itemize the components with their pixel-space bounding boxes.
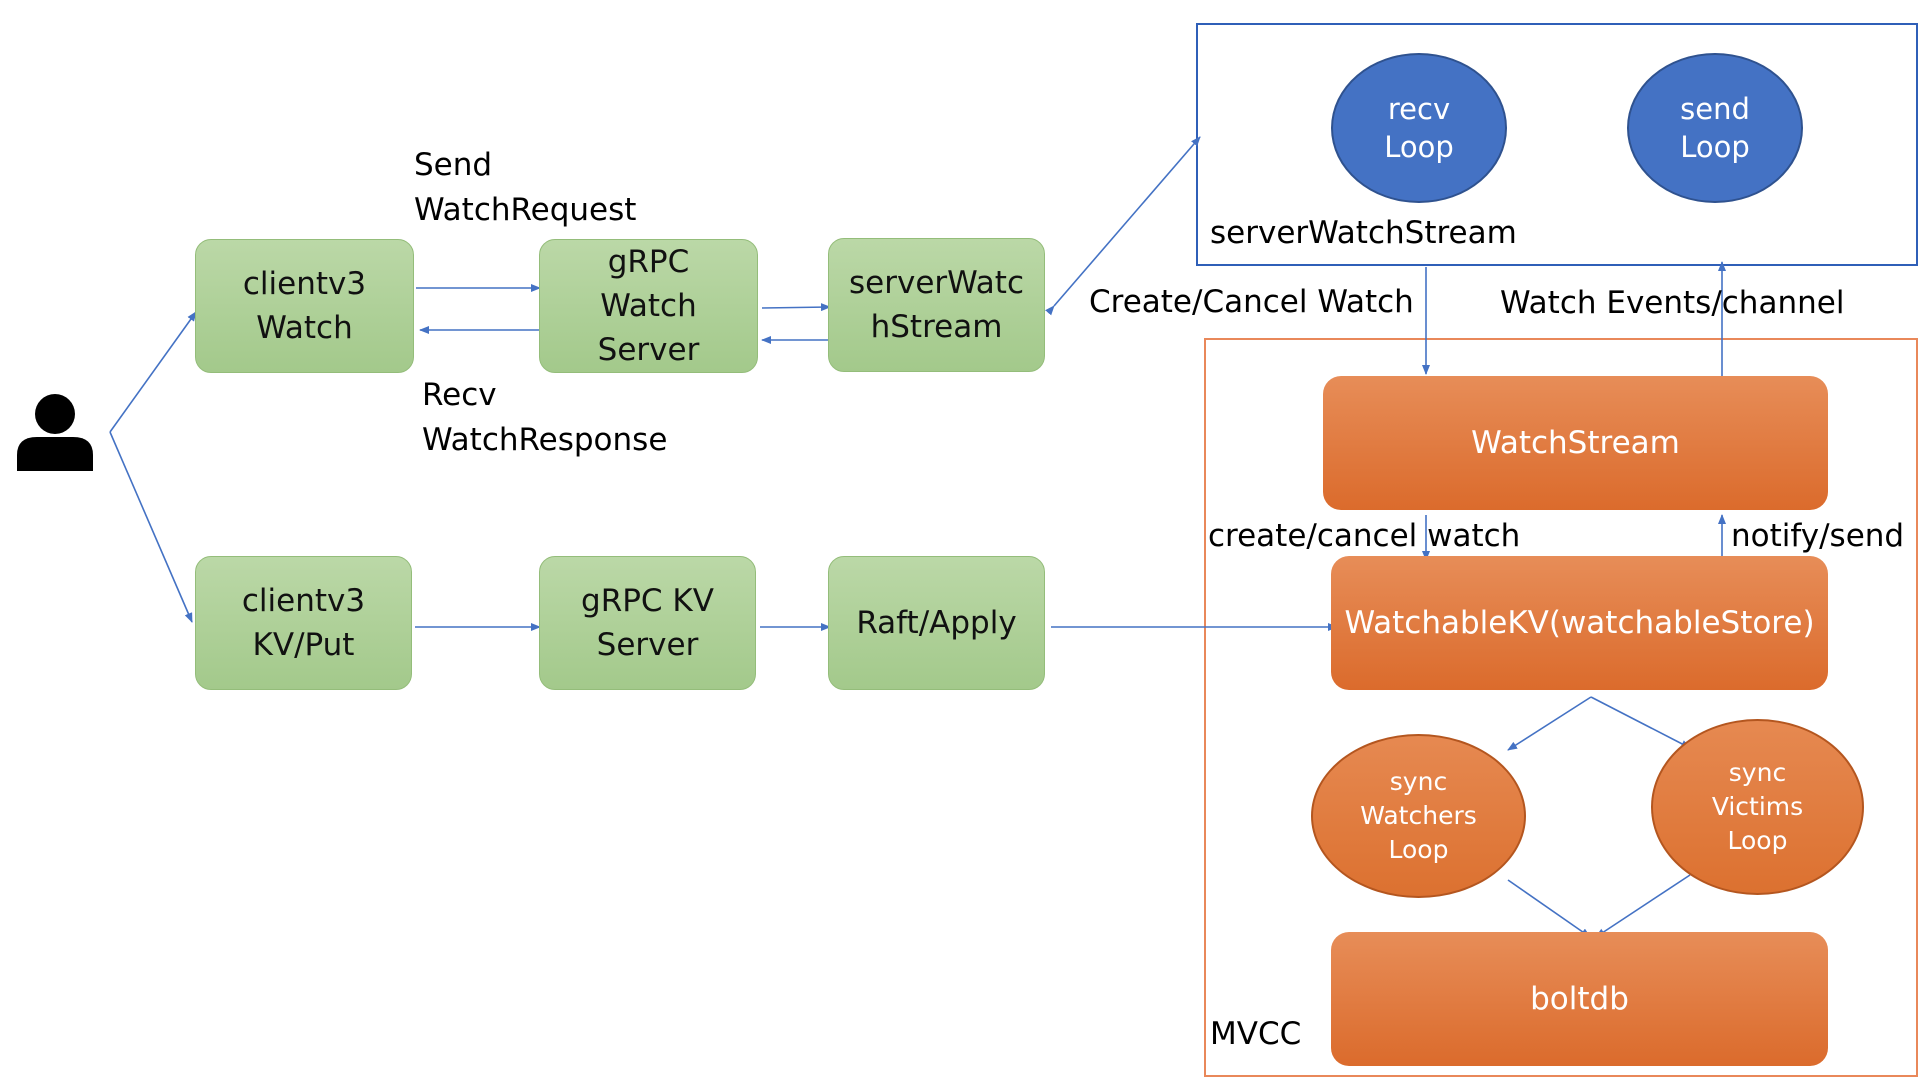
grpc-kv-server-box: gRPC KV Server [539,556,756,690]
arrow-grpc-to-server-watch-stream [761,303,831,312]
clientv3-watch-box: clientv3 Watch [195,239,414,373]
recv-watch-response-label: Recv WatchResponse [422,377,668,458]
arrow-sync-victims-to-boltdb [1595,874,1691,938]
raft-apply-box: Raft/Apply [828,556,1045,690]
boltdb-box: boltdb [1331,932,1828,1066]
recv-loop-ellipse: recv Loop [1331,53,1507,203]
send-loop-ellipse: send Loop [1627,53,1803,203]
arrow-watchable-to-sync-watchers [1507,696,1592,751]
watch-events-channel-label: Watch Events/channel [1500,285,1845,321]
arrow-user-to-clientv3-watch [109,311,197,433]
sync-watchers-loop-ellipse: sync Watchers Loop [1311,734,1526,898]
sync-victims-loop-ellipse: sync Victims Loop [1651,719,1864,895]
arrow-server-watch-stream-frame [1045,136,1201,316]
mvcc-title: MVCC [1210,1016,1302,1052]
arrow-user-to-clientv3-kv [109,431,193,623]
send-watch-request-label: Send WatchRequest [414,147,637,228]
arrow-sync-watchers-to-boltdb [1507,879,1591,938]
watch-stream-box: WatchStream [1323,376,1828,510]
clientv3-kv-put-box: clientv3 KV/Put [195,556,412,690]
notify-send-label: notify/send [1731,518,1905,554]
watchable-kv-box: WatchableKV(watchableStore) [1331,556,1828,690]
server-watch-stream-title: serverWatchStream [1210,215,1517,251]
arrow-watchable-to-sync-victims [1590,696,1691,749]
grpc-watch-server-box: gRPC Watch Server [539,239,758,373]
create-cancel-lower-label: create/cancel watch [1208,518,1521,554]
create-cancel-watch-label: Create/Cancel Watch [1089,284,1414,320]
person-icon [17,393,93,471]
server-watch-stream-box: serverWatc hStream [828,238,1045,372]
